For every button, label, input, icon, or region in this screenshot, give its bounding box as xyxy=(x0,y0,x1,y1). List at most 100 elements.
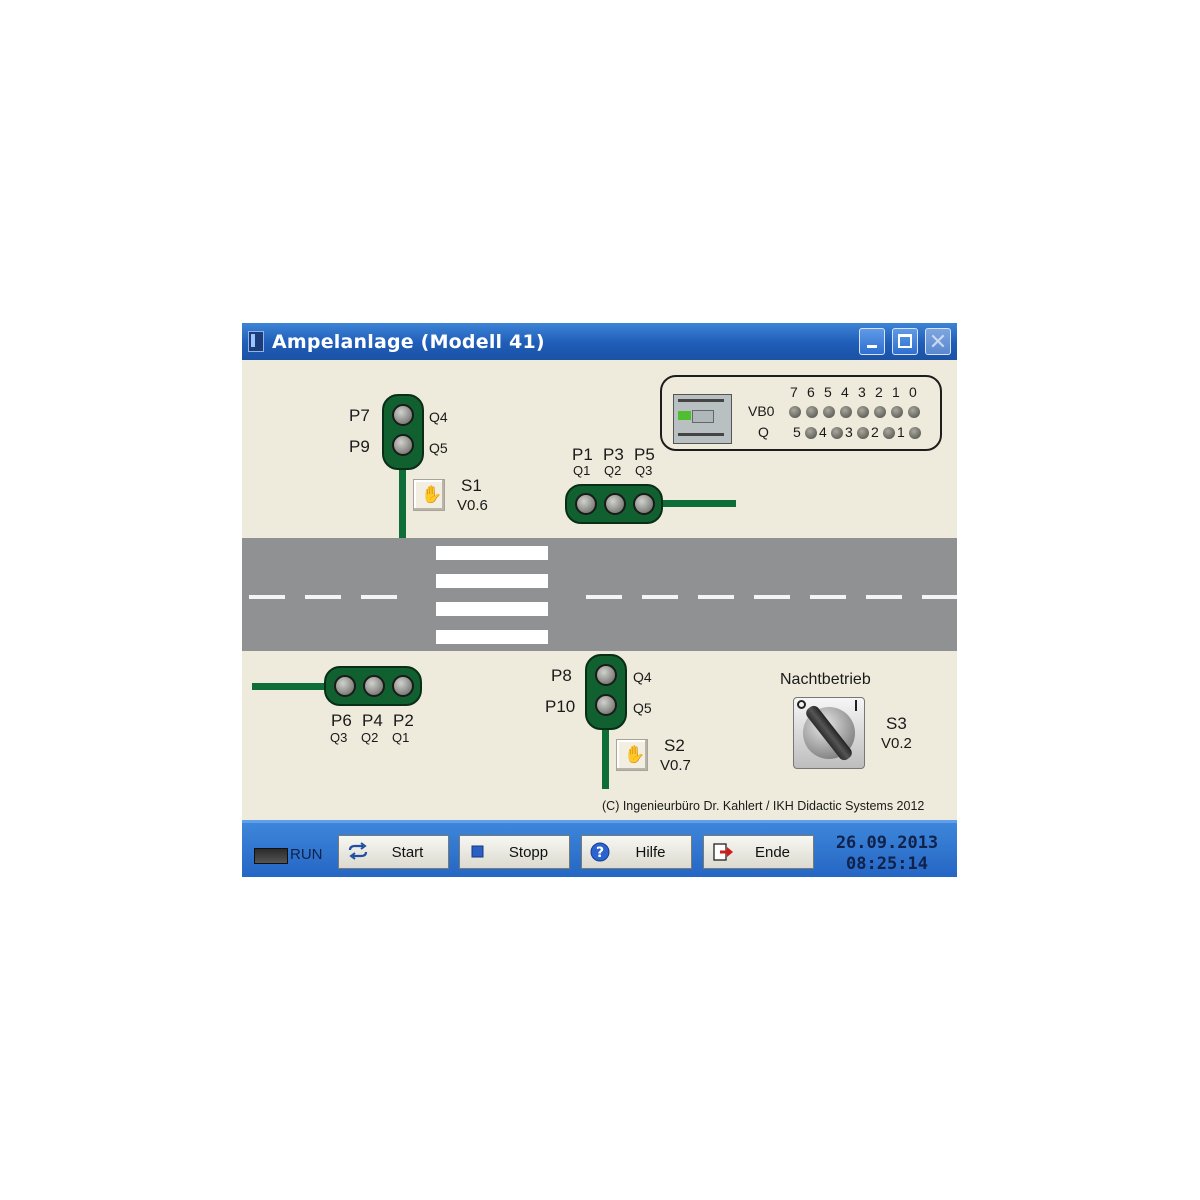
q-led-5 xyxy=(805,427,817,439)
svg-text:?: ? xyxy=(596,845,604,861)
q-number-3: 3 xyxy=(845,424,853,440)
run-indicator-led xyxy=(254,848,288,864)
output-q2: Q2 xyxy=(604,463,622,478)
q-number-4: 4 xyxy=(819,424,827,440)
label-p7: P7 xyxy=(349,406,370,425)
bit-2: 2 xyxy=(875,384,883,400)
night-mode-selector-switch[interactable] xyxy=(793,697,865,769)
q-number-1: 1 xyxy=(897,424,905,440)
time-display: 08:25:14 xyxy=(846,854,928,874)
help-button[interactable]: ? Hilfe xyxy=(581,835,692,869)
vb0-led-5 xyxy=(823,406,835,418)
lane-marking xyxy=(642,595,678,599)
signal-pole xyxy=(252,683,328,690)
lane-marking xyxy=(922,595,957,599)
stop-button[interactable]: Stopp xyxy=(459,835,570,869)
lamp-p4 xyxy=(363,675,385,697)
close-button[interactable]: ✕ xyxy=(925,328,951,355)
lamp-p7 xyxy=(392,404,414,426)
q-label: Q xyxy=(758,424,769,440)
bit-7: 7 xyxy=(790,384,798,400)
traffic-light-p8-p10 xyxy=(585,654,627,730)
night-mode-title: Nachtbetrieb xyxy=(780,671,871,688)
end-button-label: Ende xyxy=(754,844,791,861)
lane-marking xyxy=(754,595,790,599)
close-icon: ✕ xyxy=(928,329,948,354)
plc-device-icon xyxy=(673,394,732,444)
stop-button-label: Stopp xyxy=(508,844,549,861)
label-p5: P5 xyxy=(634,445,655,464)
switch-s3-name: S3 xyxy=(886,714,907,733)
copyright-text: (C) Ingenieurbüro Dr. Kahlert / IKH Dida… xyxy=(602,799,925,813)
label-p2: P2 xyxy=(393,711,414,730)
lane-marking xyxy=(810,595,846,599)
minimize-button[interactable] xyxy=(859,328,885,355)
app-window: Ampelanlage (Modell 41) ✕ P7 P9 Q4 Q5 ✋ … xyxy=(242,323,957,877)
traffic-light-p7-p9 xyxy=(382,394,424,470)
switch-s2-address: V0.7 xyxy=(660,757,691,774)
maximize-icon xyxy=(898,334,912,348)
stop-square-icon xyxy=(471,845,484,858)
traffic-light-p1-p3-p5 xyxy=(565,484,663,524)
switch-s3-address: V0.2 xyxy=(881,735,912,752)
output-q4: Q4 xyxy=(633,669,652,685)
maximize-button[interactable] xyxy=(892,328,918,355)
lamp-p1 xyxy=(575,493,597,515)
lamp-p2 xyxy=(392,675,414,697)
vb0-led-4 xyxy=(840,406,852,418)
lane-marking xyxy=(361,595,397,599)
bit-5: 5 xyxy=(824,384,832,400)
cycle-arrows-icon xyxy=(348,842,368,860)
lamp-p8 xyxy=(595,664,617,686)
minimize-icon xyxy=(867,345,877,348)
run-label: RUN xyxy=(290,846,323,863)
bit-0: 0 xyxy=(909,384,917,400)
lamp-p5 xyxy=(633,493,655,515)
push-button-s1[interactable]: ✋ xyxy=(413,479,445,511)
switch-s1-name: S1 xyxy=(461,476,482,495)
vb0-led-7 xyxy=(789,406,801,418)
lamp-p3 xyxy=(604,493,626,515)
bit-6: 6 xyxy=(807,384,815,400)
hand-icon: ✋ xyxy=(624,745,646,764)
label-p10: P10 xyxy=(545,697,576,716)
q-led-1 xyxy=(909,427,921,439)
vb0-led-3 xyxy=(857,406,869,418)
switch-s1-address: V0.6 xyxy=(457,497,488,514)
start-button-label: Start xyxy=(391,844,424,861)
signal-pole xyxy=(660,500,736,507)
vb0-led-2 xyxy=(874,406,886,418)
exit-door-icon xyxy=(713,843,733,861)
title-bar[interactable]: Ampelanlage (Modell 41) ✕ xyxy=(242,323,957,360)
bottom-toolbar: RUN Start Stopp ? Hilfe xyxy=(242,820,957,877)
output-q2: Q2 xyxy=(361,730,379,745)
end-button[interactable]: Ende xyxy=(703,835,814,869)
output-q5: Q5 xyxy=(429,440,448,456)
crosswalk-stripe xyxy=(436,574,548,588)
lane-marking xyxy=(698,595,734,599)
crosswalk-stripe xyxy=(436,546,548,560)
output-q3: Q3 xyxy=(635,463,653,478)
output-q5: Q5 xyxy=(633,700,652,716)
label-p3: P3 xyxy=(603,445,624,464)
vb0-led-0 xyxy=(908,406,920,418)
help-button-label: Hilfe xyxy=(635,844,666,861)
off-position-icon xyxy=(797,700,806,709)
label-p8: P8 xyxy=(551,666,572,685)
output-q1: Q1 xyxy=(392,730,410,745)
signal-pole xyxy=(399,463,406,539)
push-button-s2[interactable]: ✋ xyxy=(616,739,648,771)
lamp-p9 xyxy=(392,434,414,456)
q-number-2: 2 xyxy=(871,424,879,440)
label-p4: P4 xyxy=(362,711,383,730)
vb0-led-1 xyxy=(891,406,903,418)
label-p1: P1 xyxy=(572,445,593,464)
app-icon xyxy=(248,331,264,352)
output-q4: Q4 xyxy=(429,409,448,425)
lane-marking xyxy=(249,595,285,599)
lane-marking xyxy=(305,595,341,599)
start-button[interactable]: Start xyxy=(338,835,449,869)
date-display: 26.09.2013 xyxy=(835,833,939,853)
traffic-light-p6-p4-p2 xyxy=(324,666,422,706)
label-p6: P6 xyxy=(331,711,352,730)
